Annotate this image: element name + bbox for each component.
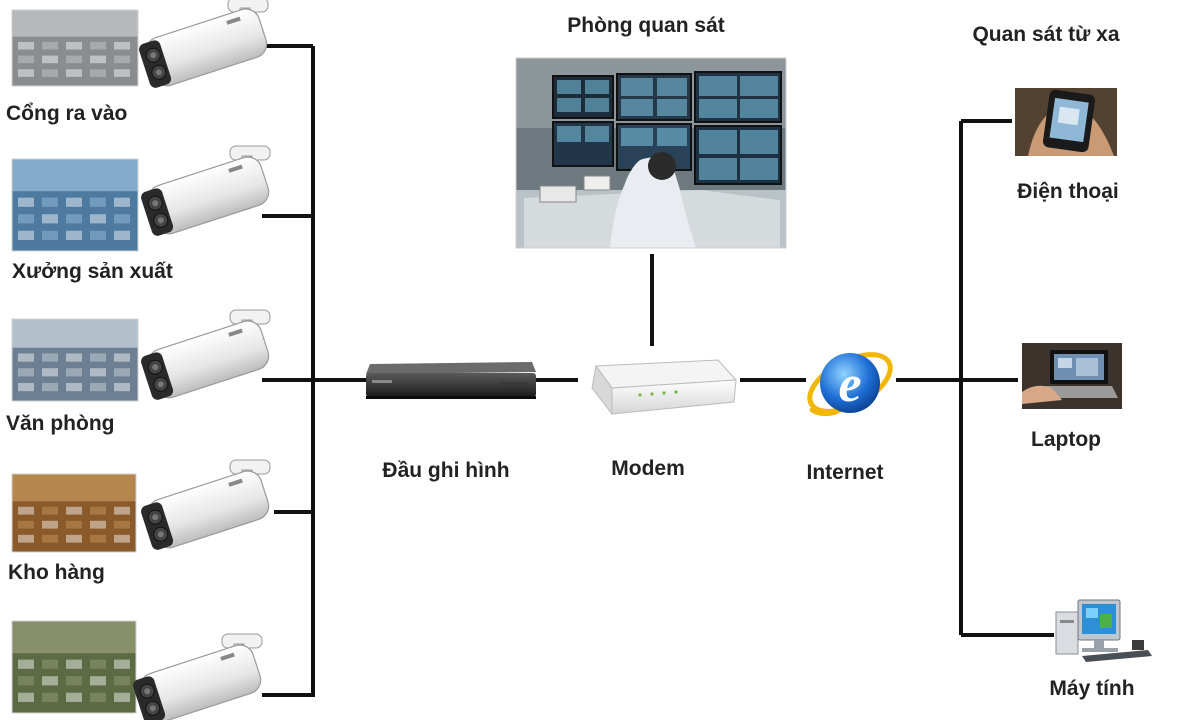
site-label-gate: Cổng ra vào xyxy=(6,102,128,125)
recorder-label: Đầu ghi hình xyxy=(382,459,510,482)
bullet-camera-icon xyxy=(132,633,265,725)
remote-monitoring-label: Quan sát từ xa xyxy=(972,23,1120,46)
desktop-computer-icon xyxy=(1055,599,1152,662)
connection-lines xyxy=(246,44,1054,697)
bullet-camera-icon xyxy=(140,145,273,240)
internet-explorer-icon: e xyxy=(807,352,893,417)
dvr-recorder-icon xyxy=(366,362,536,399)
laptop-icon xyxy=(1022,343,1122,409)
device-label-phone: Điện thoại xyxy=(1017,180,1119,203)
parking-lot-photo xyxy=(11,620,137,714)
site-label-factory: Xưởng sản xuất xyxy=(12,260,173,283)
svg-text:e: e xyxy=(838,356,861,413)
internet-label: Internet xyxy=(806,461,884,484)
site-cameras xyxy=(132,0,273,725)
monitoring-room-label: Phòng quan sát xyxy=(567,14,725,37)
site-label-warehouse: Kho hàng xyxy=(8,561,105,584)
bullet-camera-icon xyxy=(140,459,273,554)
modem-label: Modem xyxy=(611,457,685,480)
factory-floor-photo xyxy=(11,158,139,252)
smartphone-icon xyxy=(1015,88,1117,156)
site-label-office: Văn phòng xyxy=(6,412,115,435)
office-photo xyxy=(11,318,139,402)
modem-icon xyxy=(591,359,738,416)
bullet-camera-icon xyxy=(138,0,271,92)
turnstile-gate-photo xyxy=(11,9,139,87)
warehouse-photo xyxy=(11,473,137,553)
site-photos xyxy=(11,9,139,714)
bullet-camera-icon xyxy=(140,309,273,404)
device-label-desktop: Máy tính xyxy=(1049,677,1135,700)
monitoring-room-photo xyxy=(515,57,787,249)
device-label-laptop: Laptop xyxy=(1031,428,1101,451)
